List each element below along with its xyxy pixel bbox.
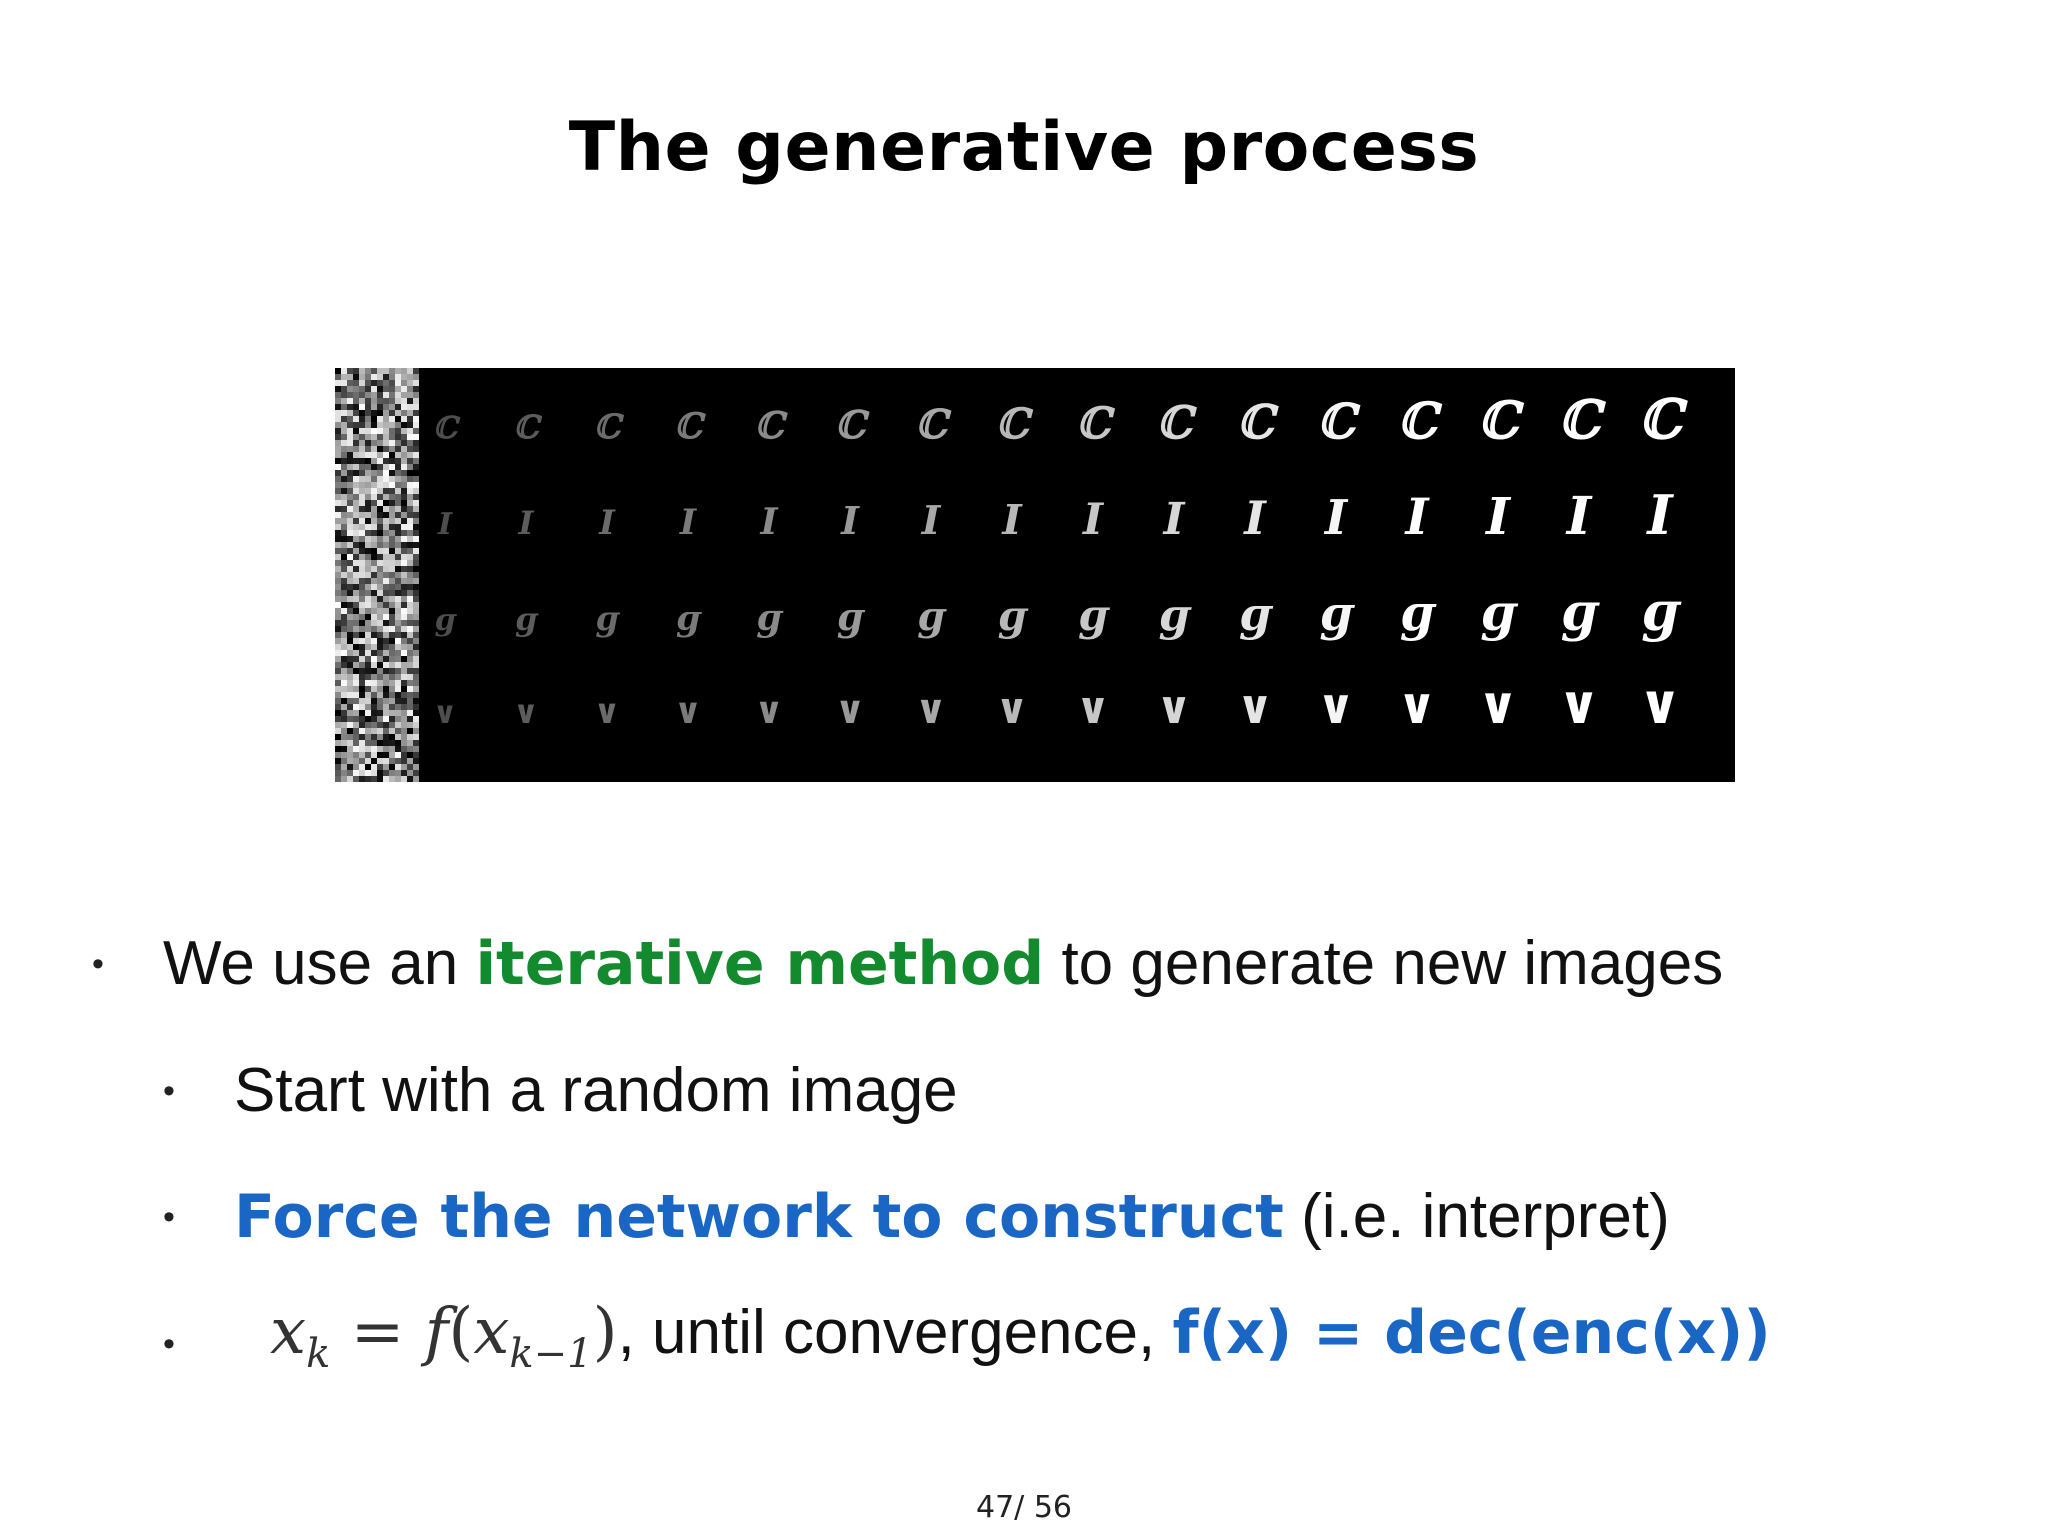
bullet-text: Start with a random image bbox=[234, 1056, 958, 1125]
digit-glyph: ɡ bbox=[998, 591, 1029, 640]
digit-glyph: ℂ bbox=[433, 411, 461, 446]
digit-glyph: ∨ bbox=[1236, 680, 1273, 734]
digit-glyph: ɡ bbox=[1561, 582, 1601, 643]
digit-glyph: ɡ bbox=[435, 603, 458, 638]
digit-glyph: I bbox=[1484, 486, 1512, 546]
digit-glyph: ∨ bbox=[754, 689, 784, 732]
digit-glyph: ɡ bbox=[837, 594, 866, 639]
digit-glyph: ɡ bbox=[1158, 589, 1192, 641]
digit-glyph: I bbox=[759, 500, 778, 543]
digit-glyph: ∨ bbox=[513, 694, 539, 731]
digit-glyph: ℂ bbox=[755, 404, 789, 447]
highlight-iterative-method: iterative method bbox=[475, 929, 1045, 999]
digit-glyph: ∨ bbox=[1076, 684, 1111, 734]
bullet-text: , until convergence, bbox=[617, 1298, 1173, 1367]
digit-glyph: ℂ bbox=[1317, 394, 1361, 450]
digit-glyph: ɡ bbox=[1078, 591, 1111, 641]
recurrence-formula: xk = f(xk−1) bbox=[270, 1295, 618, 1377]
bullet-text: We use an bbox=[163, 929, 476, 998]
bullet-force-construct: Force the network to construct (i.e. int… bbox=[234, 1186, 1670, 1248]
digit-glyph: ∨ bbox=[1397, 677, 1437, 735]
bullet-dot: • bbox=[163, 1325, 175, 1363]
noise-column bbox=[335, 368, 419, 782]
digit-glyph: ∨ bbox=[1477, 675, 1518, 735]
highlight-force-construct: Force the network to construct bbox=[234, 1182, 1284, 1252]
digit-glyph: ℂ bbox=[1397, 392, 1442, 450]
page-number: 47/ 56 bbox=[976, 1490, 1072, 1525]
digit-glyph: ɡ bbox=[515, 601, 539, 638]
digit-glyph: I bbox=[1645, 483, 1674, 547]
bullet-dot: • bbox=[163, 1072, 175, 1110]
digit-glyph: ℂ bbox=[1156, 397, 1197, 449]
digit-glyph: I bbox=[518, 505, 535, 542]
digit-glyph: ℂ bbox=[674, 406, 706, 447]
digit-glyph: I bbox=[1323, 490, 1349, 546]
bullet-dot: • bbox=[92, 945, 104, 983]
digit-glyph: I bbox=[1082, 495, 1105, 545]
digit-glyph: ɡ bbox=[676, 598, 703, 639]
bullet-iterative-method: We use an iterative method to generate n… bbox=[163, 933, 1723, 995]
bullet-random-image: Start with a random image bbox=[234, 1060, 958, 1122]
digit-glyph: ℂ bbox=[1076, 399, 1116, 449]
digit-glyph: ∨ bbox=[1558, 675, 1601, 736]
digit-glyph: ∨ bbox=[915, 687, 947, 733]
digit-glyph: ɡ bbox=[1641, 579, 1682, 643]
digit-glyph: ∨ bbox=[1156, 682, 1192, 734]
digit-glyph: ∨ bbox=[995, 684, 1028, 733]
digit-glyph: ∨ bbox=[594, 692, 621, 731]
digit-glyph: I bbox=[598, 503, 616, 542]
digit-glyph: I bbox=[1001, 495, 1023, 544]
digit-glyph: ɡ bbox=[1400, 584, 1437, 642]
digit-glyph: I bbox=[437, 507, 453, 542]
digit-glyph: I bbox=[1565, 486, 1593, 547]
digit-glyph: ℂ bbox=[996, 399, 1034, 448]
digit-glyph: ɡ bbox=[1319, 586, 1355, 642]
digit-glyph: ɡ bbox=[1239, 587, 1274, 641]
digit-glyph: ℂ bbox=[835, 402, 870, 447]
highlight-dec-enc: f(x) = dec(enc(x)) bbox=[1172, 1298, 1771, 1368]
bullet-text: to generate new images bbox=[1044, 929, 1724, 998]
bullet-text: (i.e. interpret) bbox=[1283, 1182, 1670, 1251]
digit-glyph: ∨ bbox=[1317, 679, 1356, 735]
digit-glyph: ℂ bbox=[594, 407, 625, 446]
digit-glyph: I bbox=[1242, 491, 1267, 545]
digit-glyph: ∨ bbox=[674, 691, 702, 732]
digit-glyph: ɡ bbox=[595, 599, 620, 638]
digit-glyph: ℂ bbox=[1478, 390, 1525, 450]
digit-glyph: ɡ bbox=[917, 594, 947, 640]
digit-glyph: ∨ bbox=[1638, 672, 1682, 736]
digit-glyph: I bbox=[1403, 488, 1430, 546]
bullet-convergence: xk = f(xk−1), until convergence, f(x) = … bbox=[270, 1298, 1771, 1374]
slide-title: The generative process bbox=[568, 108, 1480, 187]
digit-glyph: ɡ bbox=[1480, 582, 1518, 642]
bullet-dot: • bbox=[163, 1198, 175, 1236]
digit-glyph: ∨ bbox=[433, 696, 457, 731]
digit-glyph: I bbox=[840, 498, 860, 543]
digit-glyph: ℂ bbox=[1558, 390, 1606, 451]
digit-glyph: ℂ bbox=[1639, 387, 1689, 451]
digit-glyph: I bbox=[679, 502, 698, 543]
digit-glyph: ℂ bbox=[1237, 395, 1280, 449]
digit-glyph: ∨ bbox=[835, 687, 866, 732]
digit-glyph: ɡ bbox=[756, 596, 784, 639]
digit-glyph: ℂ bbox=[513, 409, 542, 446]
digit-glyph: I bbox=[921, 498, 942, 544]
digit-glyph: ℂ bbox=[915, 402, 952, 448]
digit-glyph: I bbox=[1162, 493, 1186, 545]
